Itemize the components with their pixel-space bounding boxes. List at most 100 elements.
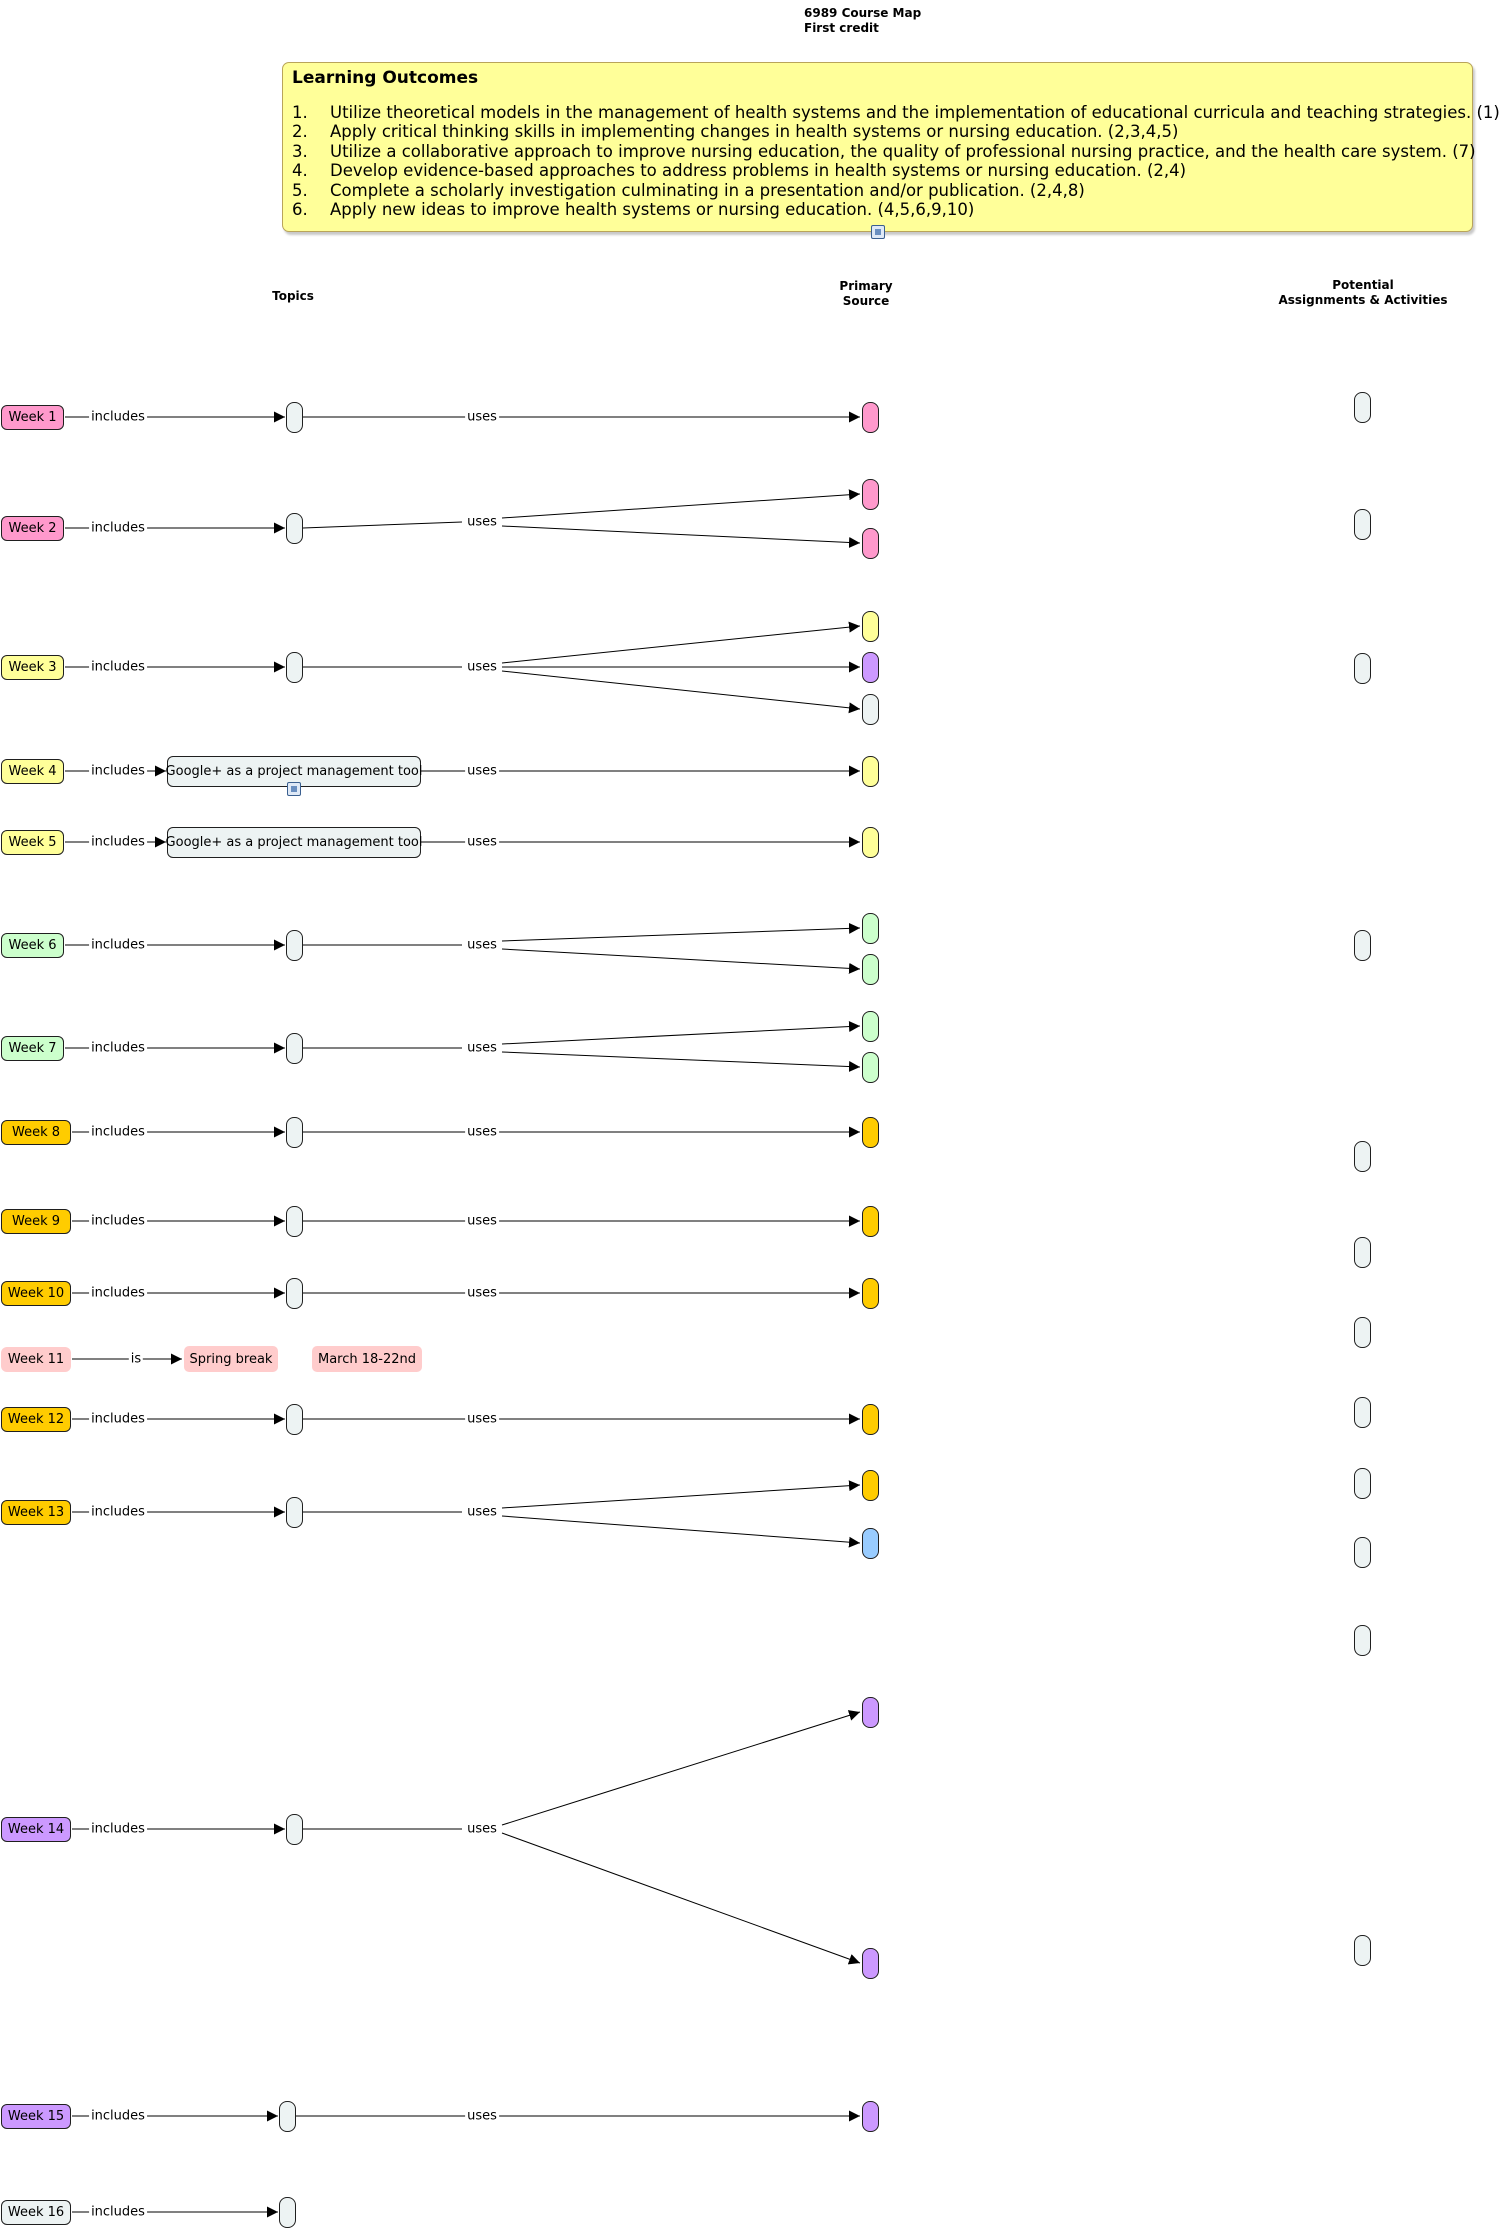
topic-node[interactable] <box>286 513 303 544</box>
assignment-node[interactable] <box>1354 1625 1371 1656</box>
includes-link-label: includes <box>89 520 147 536</box>
map-title: 6989 Course Map First credit <box>804 6 921 36</box>
outcome-text: Utilize a collaborative approach to impr… <box>330 141 1476 161</box>
date-range-note[interactable]: March 18-22nd <box>312 1346 422 1372</box>
learning-outcomes-note[interactable]: Learning Outcomes 1.Utilize theoretical … <box>282 62 1500 232</box>
week-node-7[interactable]: Week 7 <box>1 1036 64 1061</box>
primary-source-node[interactable] <box>862 1052 879 1083</box>
week-node-9[interactable]: Week 9 <box>1 1209 71 1234</box>
uses-branch-line <box>501 922 861 942</box>
assignment-node[interactable] <box>1354 1537 1371 1568</box>
assignments-header-line2: Assignments & Activities <box>1278 293 1448 307</box>
primary-source-node[interactable] <box>862 756 879 787</box>
primary-source-node[interactable] <box>862 2101 879 2132</box>
outcome-text: Apply critical thinking skills in implem… <box>330 122 1179 142</box>
map-title-line2: First credit <box>804 21 879 35</box>
outcome-number: 2. <box>292 122 308 142</box>
week-node-10[interactable]: Week 10 <box>1 1281 71 1306</box>
topic-node[interactable] <box>279 2197 296 2228</box>
week-node-11[interactable]: Week 11 <box>1 1347 71 1372</box>
includes-link-label: includes <box>89 409 147 425</box>
week-node-8[interactable]: Week 8 <box>1 1120 71 1145</box>
resource-attachment-icon[interactable] <box>871 225 885 239</box>
primary-source-node[interactable] <box>862 1278 879 1309</box>
week-node-1[interactable]: Week 1 <box>1 405 64 430</box>
primary-source-node[interactable] <box>862 611 879 642</box>
assignment-node[interactable] <box>1354 1317 1371 1348</box>
uses-link-label: uses <box>465 1821 499 1837</box>
uses-link-label: uses <box>465 763 499 779</box>
assignment-node[interactable] <box>1354 653 1371 684</box>
outcome-number: 6. <box>292 200 308 220</box>
spring-break-node[interactable]: Spring break <box>184 1346 278 1372</box>
assignment-node[interactable] <box>1354 392 1371 423</box>
week-node-6[interactable]: Week 6 <box>1 933 64 958</box>
outcome-number: 3. <box>292 141 308 161</box>
primary-source-node[interactable] <box>862 694 879 725</box>
week-node-12[interactable]: Week 12 <box>1 1407 71 1432</box>
primary-source-node[interactable] <box>862 652 879 683</box>
week-node-2[interactable]: Week 2 <box>1 516 64 541</box>
outcome-item: 2. Apply critical thinking skills in impl… <box>292 122 1463 141</box>
primary-source-node[interactable] <box>862 1528 879 1559</box>
assignment-node[interactable] <box>1354 1468 1371 1499</box>
topics-column-header: Topics <box>272 289 314 304</box>
assignment-node[interactable] <box>1354 1141 1371 1172</box>
topic-node[interactable] <box>286 1206 303 1237</box>
includes-link-label: includes <box>89 1285 147 1301</box>
assignment-node[interactable] <box>1354 1397 1371 1428</box>
topic-node[interactable]: Google+ as a project management tool <box>166 827 422 858</box>
topic-node[interactable] <box>286 1033 303 1064</box>
topic-node[interactable] <box>286 1404 303 1435</box>
primary-source-node[interactable] <box>862 1948 879 1979</box>
primary-source-node[interactable] <box>862 954 879 985</box>
primary-source-node[interactable] <box>862 1404 879 1435</box>
primary-source-node[interactable] <box>862 913 879 944</box>
week-node-3[interactable]: Week 3 <box>1 655 64 680</box>
outcome-text: Develop evidence-based approaches to add… <box>330 161 1187 181</box>
uses-link-label: uses <box>465 1040 499 1056</box>
topic-node[interactable] <box>286 652 303 683</box>
topic-node[interactable] <box>286 1497 303 1528</box>
resource-attachment-icon[interactable] <box>287 782 301 796</box>
is-link-label: is <box>128 1351 144 1367</box>
uses-link-label: uses <box>465 1411 499 1427</box>
week-node-4[interactable]: Week 4 <box>1 759 64 784</box>
topic-node[interactable] <box>279 2101 296 2132</box>
primary-source-node[interactable] <box>862 1470 879 1501</box>
primary-source-node[interactable] <box>862 1206 879 1237</box>
uses-link-label: uses <box>465 409 499 425</box>
topic-node[interactable]: Google+ as a project management tool <box>166 756 422 787</box>
uses-link-label: uses <box>465 937 499 953</box>
primary-source-node[interactable] <box>862 1117 879 1148</box>
map-title-line1: 6989 Course Map <box>804 6 922 20</box>
includes-link-label: includes <box>89 1040 147 1056</box>
outcome-item: 3. Utilize a collaborative approach to im… <box>292 141 1476 161</box>
week-node-13[interactable]: Week 13 <box>1 1500 71 1525</box>
learning-outcomes-list: 1.Utilize theoretical models in the mana… <box>292 103 1500 220</box>
topic-node[interactable] <box>286 930 303 961</box>
assignment-node[interactable] <box>1354 509 1371 540</box>
learning-outcomes-title: Learning Outcomes <box>292 68 479 88</box>
primary-source-node[interactable] <box>862 1697 879 1728</box>
topic-node[interactable] <box>286 1278 303 1309</box>
topic-node[interactable] <box>286 402 303 433</box>
primary-source-node[interactable] <box>862 479 879 510</box>
primary-source-node[interactable] <box>862 528 879 559</box>
week-node-15[interactable]: Week 15 <box>1 2104 71 2129</box>
assignment-node[interactable] <box>1354 930 1371 961</box>
includes-link-label: includes <box>89 1504 147 1520</box>
topic-node[interactable] <box>286 1814 303 1845</box>
uses-link-label: uses <box>465 834 499 850</box>
outcome-text: Apply new ideas to improve health system… <box>330 200 975 220</box>
week-node-5[interactable]: Week 5 <box>1 830 64 855</box>
topic-node[interactable] <box>286 1117 303 1148</box>
assignment-node[interactable] <box>1354 1237 1371 1268</box>
assignment-node[interactable] <box>1354 1935 1371 1966</box>
primary-source-node[interactable] <box>862 827 879 858</box>
week-node-16[interactable]: Week 16 <box>1 2200 71 2225</box>
week-node-14[interactable]: Week 14 <box>1 1817 71 1842</box>
primary-source-node[interactable] <box>862 1011 879 1042</box>
uses-link-label: uses <box>465 1285 499 1301</box>
primary-source-node[interactable] <box>862 402 879 433</box>
